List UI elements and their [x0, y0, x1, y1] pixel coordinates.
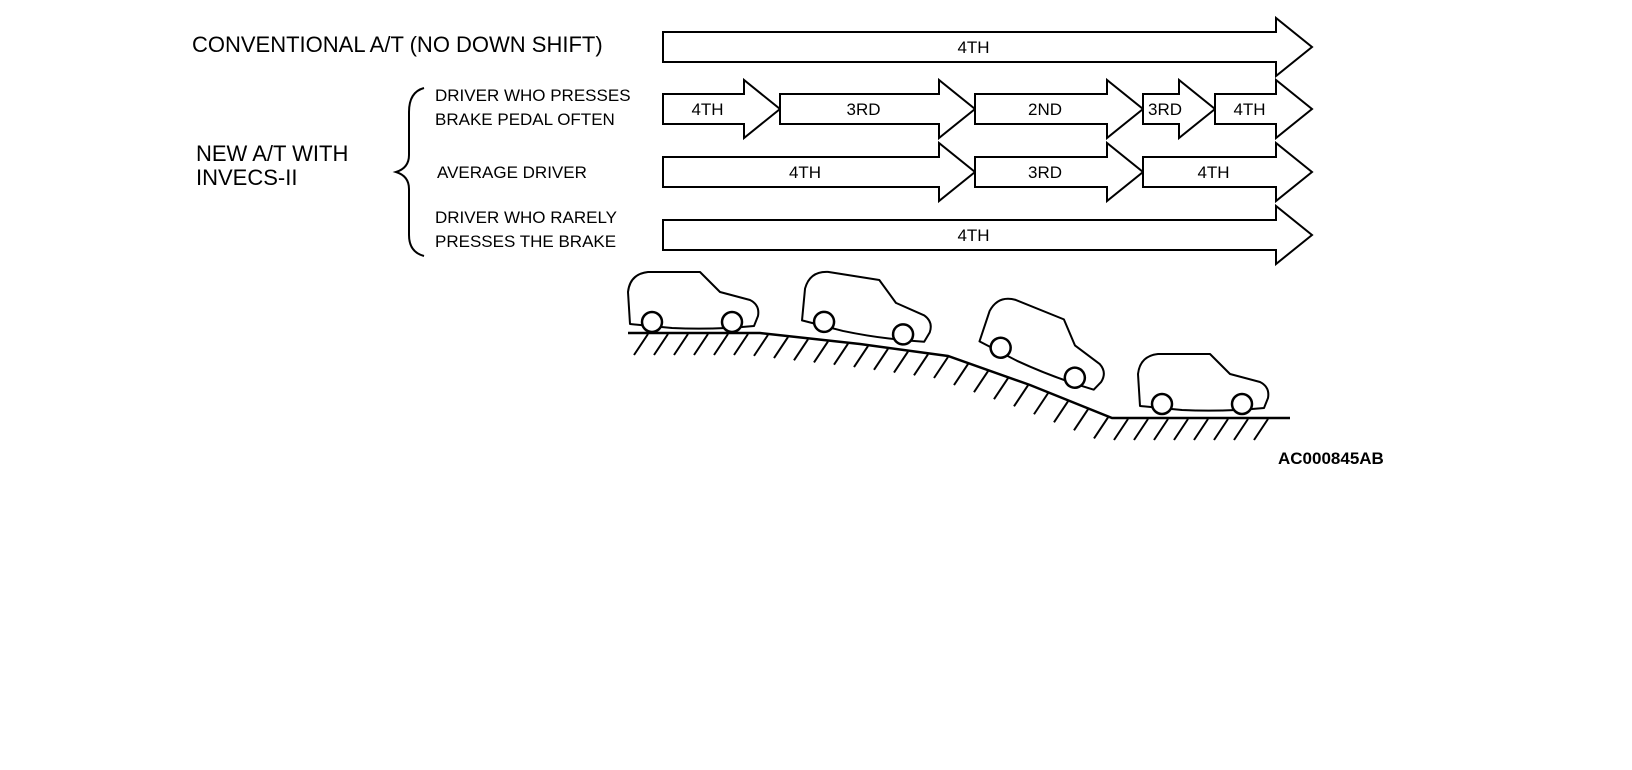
gear-label-average-3: 4TH	[1197, 163, 1229, 182]
ground-hatch	[1173, 418, 1189, 441]
driver-brakes-often-label: DRIVER WHO PRESSES BRAKE PEDAL OFTEN	[435, 84, 631, 132]
ground-hatch	[953, 363, 969, 386]
conventional-at-label: CONVENTIONAL A/T (NO DOWN SHIFT)	[192, 32, 603, 57]
ground-hatch	[1133, 418, 1149, 441]
front-wheel	[720, 310, 744, 334]
ground-hatch	[1253, 418, 1269, 441]
ground-hatch	[853, 345, 869, 368]
ground-hatch	[1093, 416, 1109, 439]
ground-hatch	[1233, 418, 1249, 441]
ground-hatch	[1073, 408, 1089, 431]
ground-hatch	[1193, 418, 1209, 441]
front-wheel	[1063, 366, 1087, 389]
gear-label-brakes-rarely-1: 4TH	[957, 226, 989, 245]
ground-hatch	[913, 353, 929, 376]
ground-hatch	[933, 356, 949, 379]
ground-hatch	[713, 333, 729, 356]
ground-hatch	[653, 333, 669, 356]
driver-brakes-often-line2: BRAKE PEDAL OFTEN	[435, 110, 615, 129]
new-at-label-line2: INVECS-II	[196, 165, 298, 190]
gear-label-average-1: 4TH	[789, 163, 821, 182]
gear-label-brakes-often-2: 3RD	[846, 100, 880, 119]
gear-arrow-conventional-1	[662, 15, 1314, 79]
gear-label-brakes-often-3: 2ND	[1028, 100, 1062, 119]
gear-label-brakes-often-5: 4TH	[1233, 100, 1265, 119]
ground-hatch	[813, 340, 829, 364]
ground-hatch	[673, 333, 689, 356]
row-group-brace	[392, 87, 425, 257]
ground-hatch	[833, 343, 849, 366]
driver-brakes-rarely-line1: DRIVER WHO RARELY	[435, 208, 617, 227]
ground-hatch	[973, 370, 989, 393]
gear-shift-rows: 4TH 4TH 3RD 2ND 3RD 4TH 4TH 3RD 4TH 4TH	[662, 15, 1314, 267]
gear-label-brakes-often-1: 4TH	[691, 100, 723, 119]
road-surface	[628, 331, 1290, 420]
ground-hatch	[1033, 392, 1049, 415]
gear-label-average-2: 3RD	[1028, 163, 1062, 182]
gear-label-brakes-often-4: 3RD	[1148, 100, 1182, 119]
ground-hatch	[753, 334, 769, 357]
driver-brakes-rarely-label: DRIVER WHO RARELY PRESSES THE BRAKE	[435, 206, 617, 254]
rear-wheel	[640, 310, 664, 334]
car-3	[978, 297, 1105, 391]
figure-code: AC000845AB	[1278, 449, 1384, 468]
gear-label-conventional-1: 4TH	[957, 38, 989, 57]
car-body	[801, 270, 932, 343]
ground-hatch	[793, 338, 809, 361]
gear-row-brakes-rarely: 4TH	[662, 203, 1314, 267]
gear-arrow-brakes-often-2	[779, 77, 977, 141]
new-at-label: NEW A/T WITH INVECS-II	[196, 142, 348, 190]
ground-hatch	[873, 348, 889, 371]
rear-wheel	[989, 336, 1012, 359]
ground-hatch	[733, 333, 749, 356]
ground-hatch	[1153, 418, 1169, 441]
gear-row-average: 4TH 3RD 4TH	[662, 140, 1314, 204]
rear-wheel	[812, 310, 836, 334]
ground-hatching	[633, 333, 1269, 441]
gear-arrow-brakes-rarely-1	[662, 203, 1314, 267]
rear-wheel	[1150, 392, 1174, 416]
car-2	[801, 270, 932, 346]
gear-arrow-average-2	[974, 140, 1145, 204]
front-wheel	[891, 323, 915, 346]
ground-hatch	[693, 333, 709, 356]
gear-arrow-brakes-often-5	[1214, 77, 1314, 141]
car-1	[627, 271, 760, 334]
ground-hatch	[633, 333, 649, 356]
ground-hatch	[1213, 418, 1229, 441]
driver-brakes-often-line1: DRIVER WHO PRESSES	[435, 86, 631, 105]
hill-road	[628, 331, 1290, 441]
ground-hatch	[1113, 418, 1129, 441]
gear-arrow-average-3	[1142, 140, 1314, 204]
gear-arrow-brakes-often-1	[662, 77, 782, 141]
ground-hatch	[993, 377, 1009, 400]
gear-row-conventional: 4TH	[662, 15, 1314, 79]
gear-arrow-brakes-often-3	[974, 77, 1145, 141]
car-4	[1137, 353, 1270, 416]
ground-hatch	[1013, 384, 1029, 407]
ground-hatch	[1053, 400, 1069, 423]
front-wheel	[1230, 392, 1254, 416]
gear-row-brakes-often: 4TH 3RD 2ND 3RD 4TH	[662, 77, 1314, 141]
average-driver-label: AVERAGE DRIVER	[437, 163, 587, 182]
ground-hatch	[773, 336, 789, 359]
new-at-label-line1: NEW A/T WITH	[196, 141, 349, 166]
ground-hatch	[893, 350, 909, 374]
vehicles-on-hill	[627, 270, 1270, 416]
gear-arrow-brakes-often-4	[1142, 77, 1217, 141]
driver-brakes-rarely-line2: PRESSES THE BRAKE	[435, 232, 617, 251]
gear-arrow-average-1	[662, 140, 977, 204]
